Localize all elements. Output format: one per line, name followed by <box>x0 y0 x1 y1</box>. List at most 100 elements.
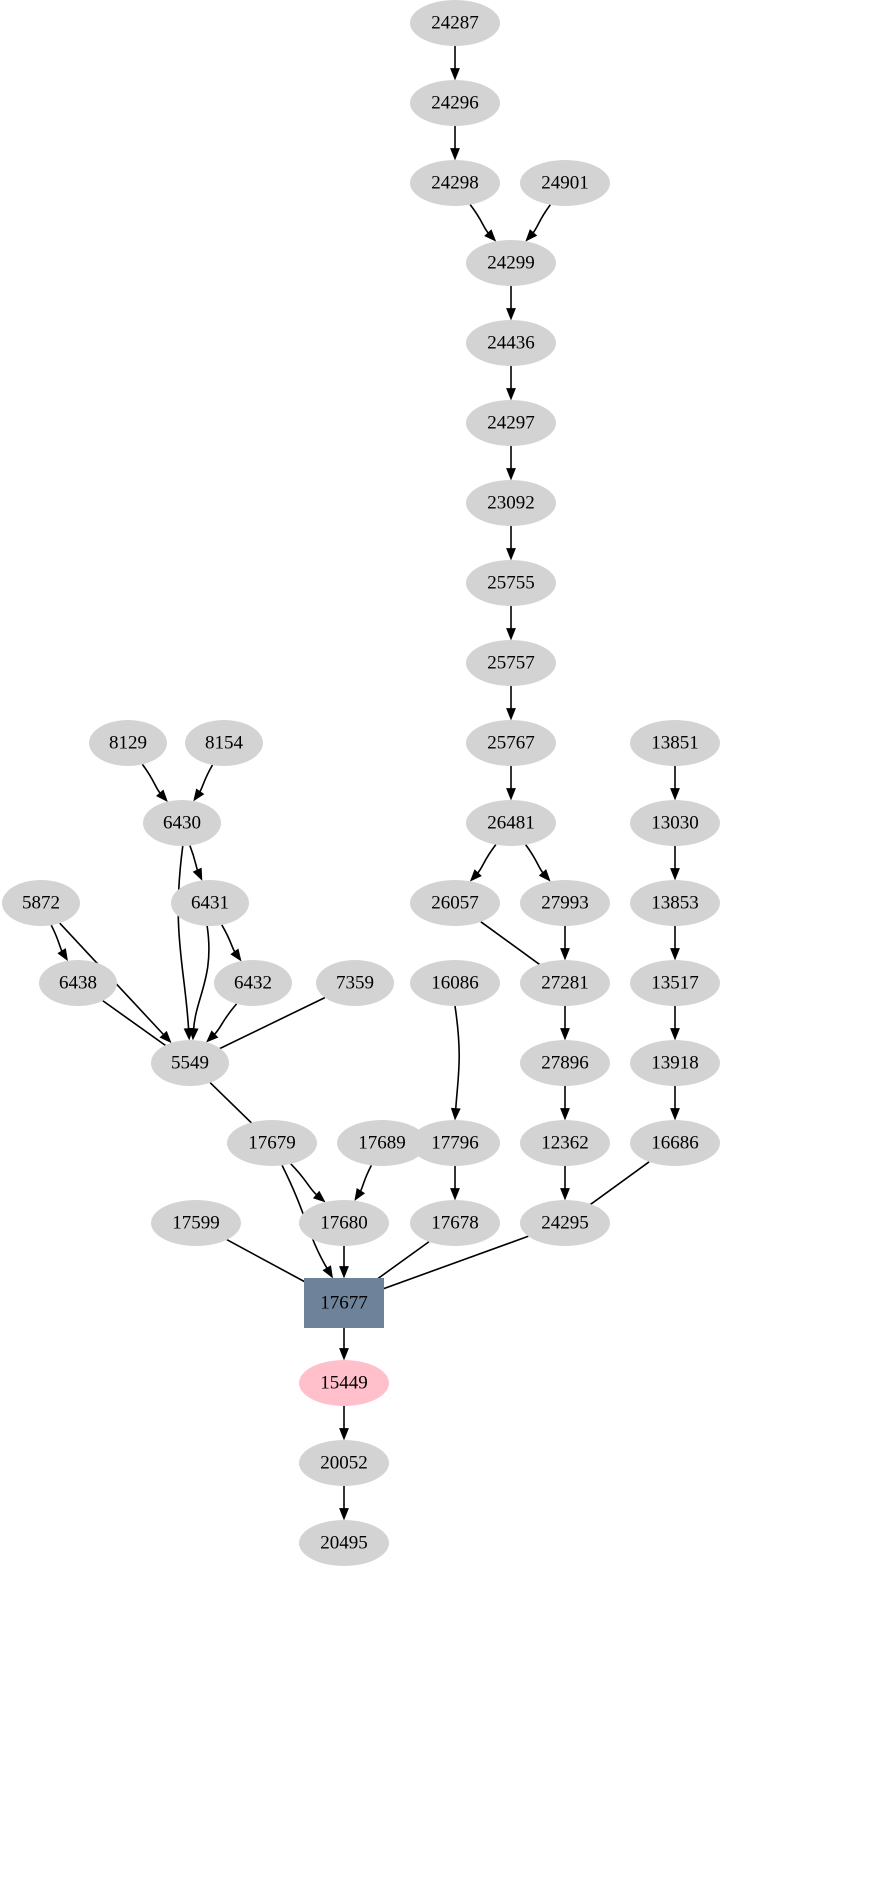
graph-node[interactable]: 24295 <box>520 1200 610 1246</box>
graph-node[interactable]: 27281 <box>520 960 610 1006</box>
graph-node[interactable]: 13918 <box>630 1040 720 1086</box>
node-ellipse-shape[interactable] <box>227 1120 317 1166</box>
node-ellipse-shape[interactable] <box>39 960 117 1006</box>
graph-node[interactable]: 13853 <box>630 880 720 926</box>
graph-node[interactable]: 13517 <box>630 960 720 1006</box>
node-ellipse-shape[interactable] <box>520 960 610 1006</box>
node-ellipse-shape[interactable] <box>630 880 720 926</box>
graph-edge-arrowhead <box>506 788 516 801</box>
graph-node[interactable]: 26481 <box>466 800 556 846</box>
node-ellipse-shape[interactable] <box>410 880 500 926</box>
graph-node[interactable]: 16086 <box>410 960 500 1006</box>
graph-node[interactable]: 6432 <box>214 960 292 1006</box>
graph-node[interactable]: 24299 <box>466 240 556 286</box>
graph-node[interactable]: 5549 <box>151 1040 229 1086</box>
graph-node[interactable]: 20052 <box>299 1440 389 1486</box>
node-ellipse-shape[interactable] <box>520 1200 610 1246</box>
graph-edge-arrowhead <box>450 1188 460 1201</box>
node-ellipse-shape[interactable] <box>171 880 249 926</box>
node-ellipse-shape[interactable] <box>520 160 610 206</box>
graph-node[interactable]: 17678 <box>410 1200 500 1246</box>
node-ellipse-shape[interactable] <box>151 1040 229 1086</box>
node-ellipse-shape[interactable] <box>466 400 556 446</box>
graph-edge-arrowhead <box>506 628 516 641</box>
graph-node[interactable]: 12362 <box>520 1120 610 1166</box>
node-ellipse-shape[interactable] <box>410 1120 500 1166</box>
graph-node[interactable]: 8154 <box>185 720 263 766</box>
graph-edge-arrowhead <box>670 1108 680 1121</box>
graph-node[interactable]: 17680 <box>299 1200 389 1246</box>
node-ellipse-shape[interactable] <box>630 960 720 1006</box>
node-ellipse-shape[interactable] <box>151 1200 241 1246</box>
graph-node[interactable]: 24298 <box>410 160 500 206</box>
graph-node[interactable]: 23092 <box>466 480 556 526</box>
node-ellipse-shape[interactable] <box>299 1520 389 1566</box>
node-ellipse-shape[interactable] <box>299 1360 389 1406</box>
graph-node[interactable]: 13851 <box>630 720 720 766</box>
node-ellipse-shape[interactable] <box>143 800 221 846</box>
graph-node[interactable]: 20495 <box>299 1520 389 1566</box>
node-ellipse-shape[interactable] <box>466 320 556 366</box>
graph-edge <box>469 204 490 235</box>
graph-node[interactable]: 7359 <box>316 960 394 1006</box>
graph-edge <box>50 924 64 953</box>
graph-node[interactable]: 25767 <box>466 720 556 766</box>
node-ellipse-shape[interactable] <box>299 1440 389 1486</box>
node-ellipse-shape[interactable] <box>410 80 500 126</box>
node-ellipse-shape[interactable] <box>630 800 720 846</box>
graph-node[interactable]: 15449 <box>299 1360 389 1406</box>
graph-edge-arrowhead <box>506 388 516 401</box>
graph-node[interactable]: 24436 <box>466 320 556 366</box>
graph-node[interactable]: 27993 <box>520 880 610 926</box>
node-ellipse-shape[interactable] <box>520 1120 610 1166</box>
node-ellipse-shape[interactable] <box>185 720 263 766</box>
graph-node[interactable]: 24901 <box>520 160 610 206</box>
node-ellipse-shape[interactable] <box>337 1120 427 1166</box>
node-ellipse-shape[interactable] <box>410 0 500 46</box>
graph-node[interactable]: 26057 <box>410 880 500 926</box>
graph-edge-arrowhead <box>450 68 460 81</box>
node-ellipse-shape[interactable] <box>466 560 556 606</box>
graph-node[interactable]: 6430 <box>143 800 221 846</box>
node-ellipse-shape[interactable] <box>410 960 500 1006</box>
graph-node[interactable]: 27896 <box>520 1040 610 1086</box>
node-ellipse-shape[interactable] <box>630 1120 720 1166</box>
graph-node[interactable]: 17599 <box>151 1200 241 1246</box>
node-ellipse-shape[interactable] <box>466 800 556 846</box>
node-ellipse-shape[interactable] <box>466 480 556 526</box>
node-box-shape[interactable] <box>304 1278 384 1328</box>
node-ellipse-shape[interactable] <box>520 880 610 926</box>
node-ellipse-shape[interactable] <box>520 1040 610 1086</box>
graph-edge-arrowhead <box>506 708 516 721</box>
graph-node[interactable]: 16686 <box>630 1120 720 1166</box>
graph-edge <box>454 1005 460 1110</box>
graph-edge-arrowhead <box>670 868 680 881</box>
node-ellipse-shape[interactable] <box>410 160 500 206</box>
graph-node[interactable]: 24287 <box>410 0 500 46</box>
graph-node[interactable]: 6438 <box>39 960 117 1006</box>
graph-node[interactable]: 25755 <box>466 560 556 606</box>
graph-edge-arrowhead <box>156 789 168 802</box>
graph-node[interactable]: 25757 <box>466 640 556 686</box>
graph-node[interactable]: 6431 <box>171 880 249 926</box>
graph-node[interactable]: 17689 <box>337 1120 427 1166</box>
node-ellipse-shape[interactable] <box>2 880 80 926</box>
graph-node[interactable]: 13030 <box>630 800 720 846</box>
graph-node[interactable]: 17679 <box>227 1120 317 1166</box>
node-ellipse-shape[interactable] <box>630 1040 720 1086</box>
graph-node[interactable]: 17677 <box>304 1278 384 1328</box>
node-ellipse-shape[interactable] <box>466 720 556 766</box>
graph-node[interactable]: 24297 <box>466 400 556 446</box>
node-ellipse-shape[interactable] <box>630 720 720 766</box>
graph-node[interactable]: 8129 <box>89 720 167 766</box>
node-ellipse-shape[interactable] <box>316 960 394 1006</box>
node-ellipse-shape[interactable] <box>466 240 556 286</box>
graph-node[interactable]: 24296 <box>410 80 500 126</box>
graph-edge <box>525 844 545 875</box>
node-ellipse-shape[interactable] <box>410 1200 500 1246</box>
node-ellipse-shape[interactable] <box>89 720 167 766</box>
node-ellipse-shape[interactable] <box>466 640 556 686</box>
node-ellipse-shape[interactable] <box>299 1200 389 1246</box>
graph-node[interactable]: 5872 <box>2 880 80 926</box>
node-ellipse-shape[interactable] <box>214 960 292 1006</box>
